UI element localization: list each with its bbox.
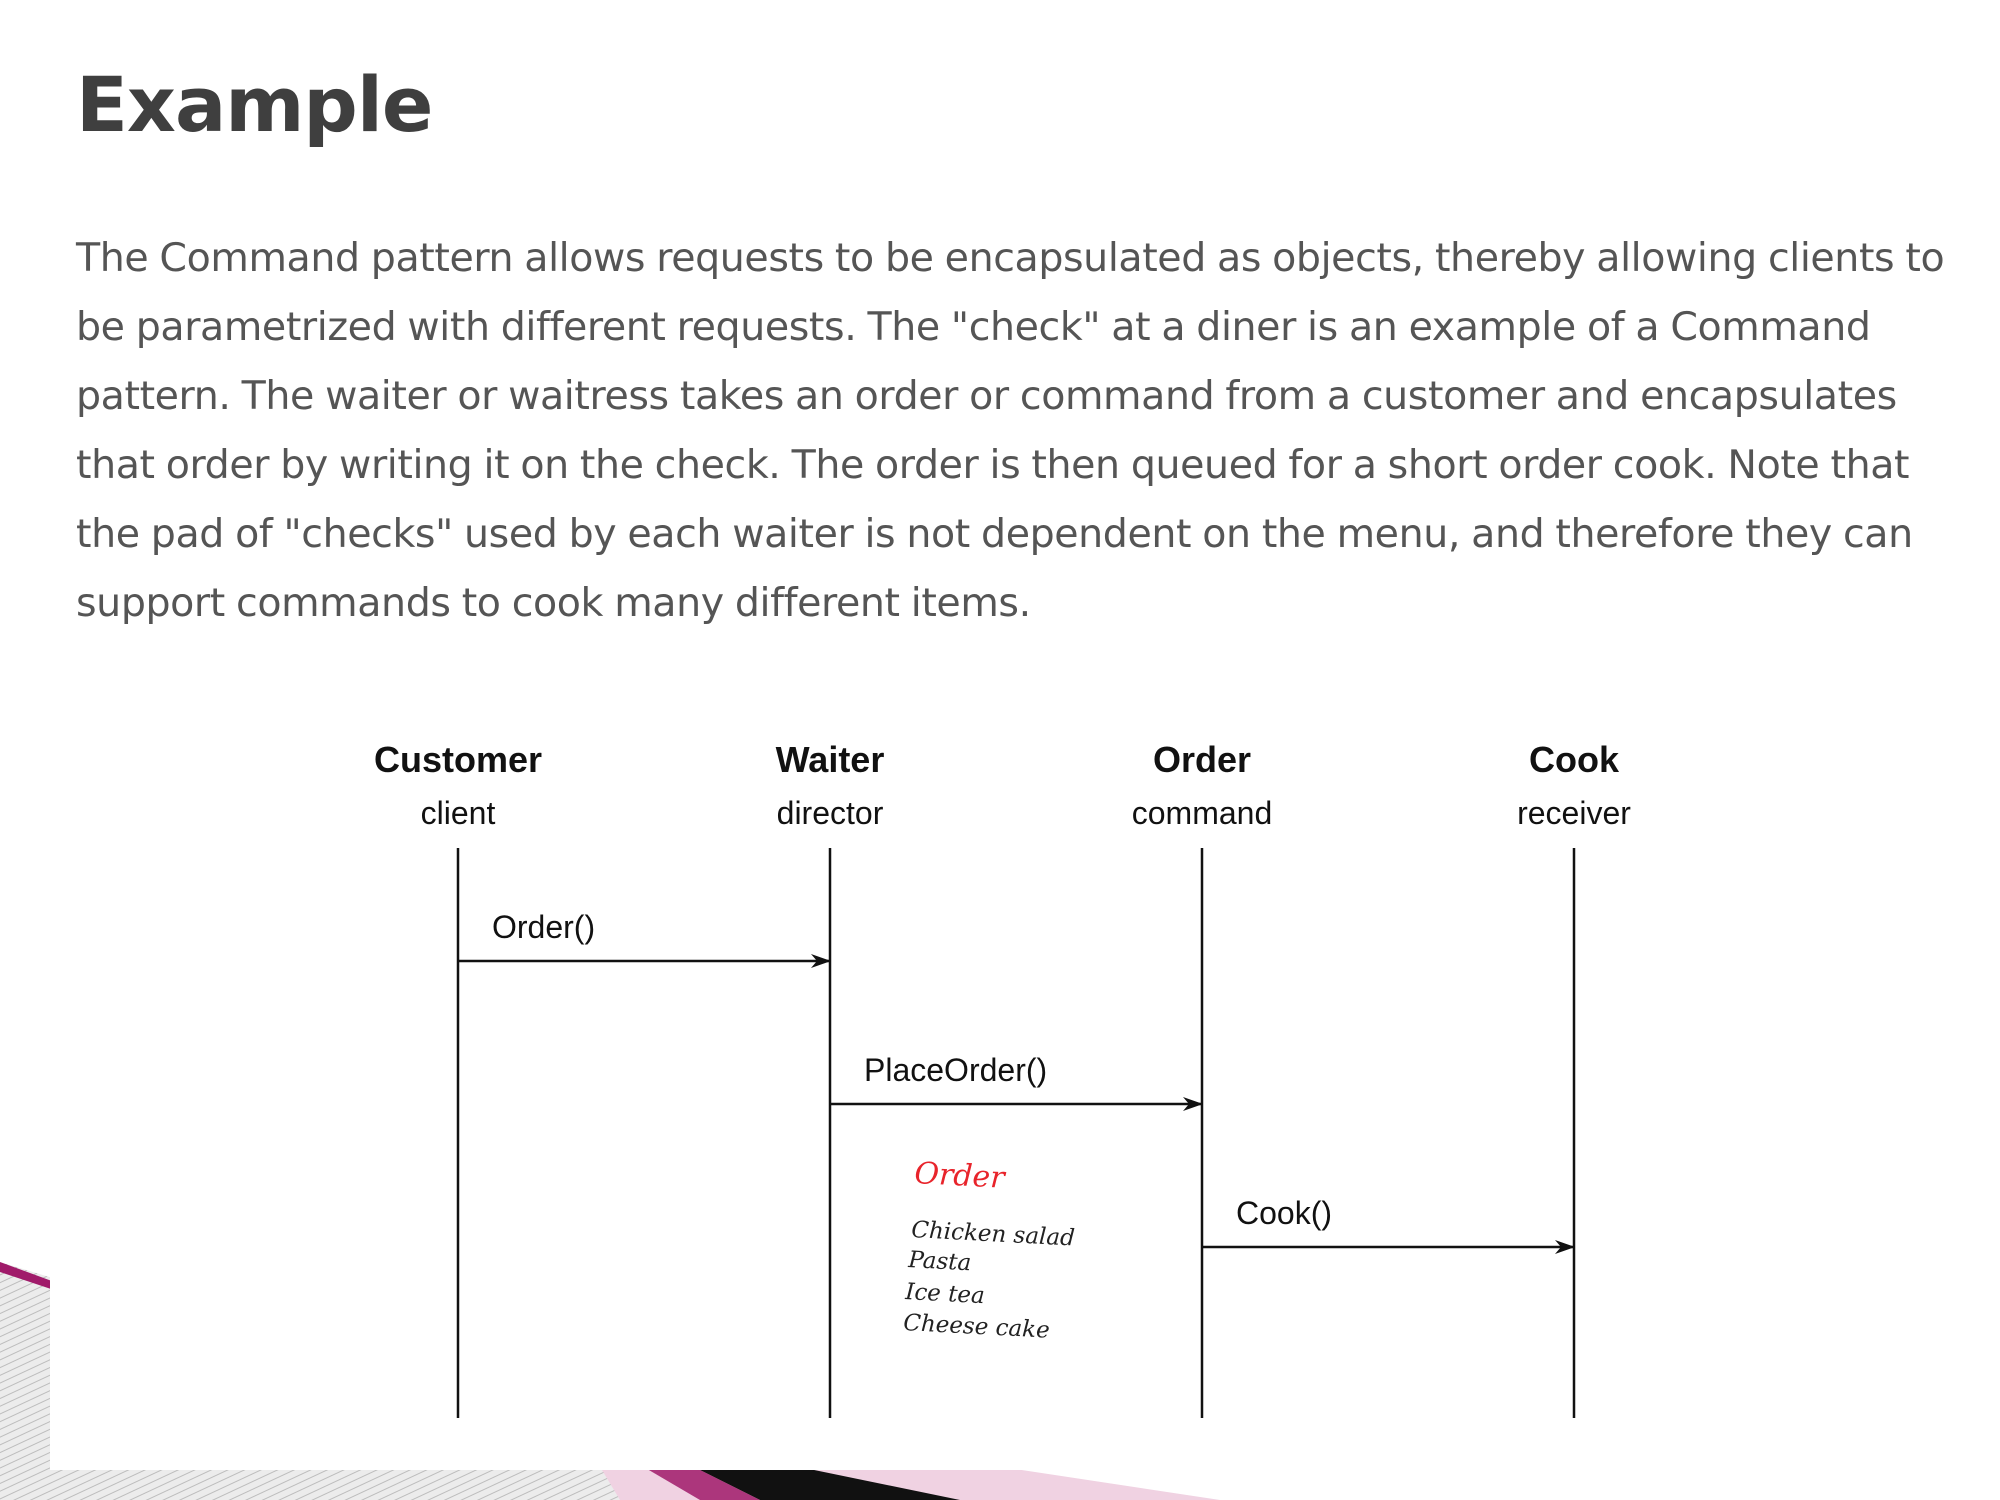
slide-paragraph: The Command pattern allows requests to b… (76, 235, 1945, 626)
order-note-item: Ice tea (904, 1279, 986, 1309)
slide-title: Example (76, 60, 433, 149)
order-note-item: Chicken salad (911, 1217, 1076, 1252)
order-note-item: Pasta (907, 1247, 972, 1276)
actor-name-cook: Cook (1529, 739, 1620, 780)
actor-role-customer: client (421, 795, 496, 831)
actor-role-order: command (1132, 795, 1273, 831)
message-label-place-order: PlaceOrder() (864, 1052, 1047, 1088)
actor-name-order: Order (1153, 739, 1251, 780)
actor-role-cook: receiver (1517, 795, 1631, 831)
diagram-panel (50, 690, 1950, 1470)
order-note-item: Cheese cake (903, 1310, 1051, 1344)
message-label-cook: Cook() (1236, 1195, 1332, 1231)
message-label-order: Order() (492, 909, 595, 945)
order-note-title: Order (914, 1156, 1008, 1196)
actor-name-customer: Customer (374, 739, 542, 780)
actor-role-waiter: director (777, 795, 884, 831)
actor-name-waiter: Waiter (776, 739, 885, 780)
